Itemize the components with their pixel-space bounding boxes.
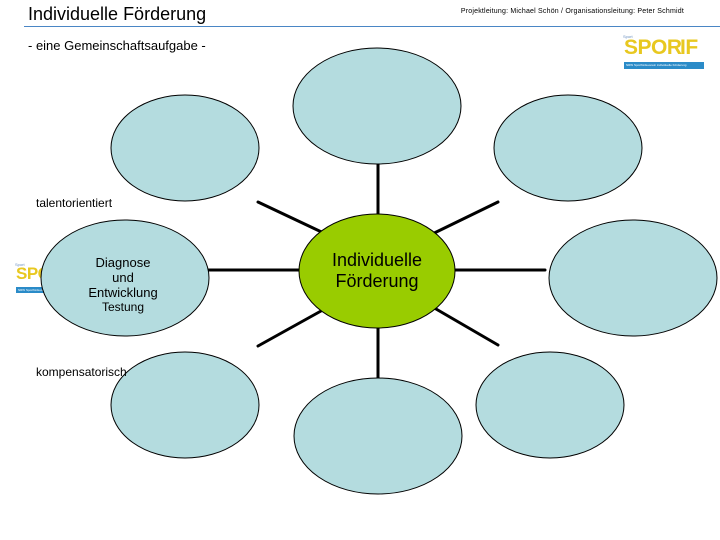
left-node-line-1: Diagnose	[95, 255, 151, 270]
logo-bar-text: NRW Sportfördeverein individuelle Förder…	[626, 63, 687, 67]
center-node-line-1: Individuelle	[331, 250, 423, 270]
logo-prefix-small: Sport	[15, 262, 25, 267]
center-node-text: Individuelle Förderung	[297, 250, 457, 292]
label-talentorientiert: talentorientiert	[36, 196, 113, 210]
node-left	[40, 219, 210, 337]
node-right	[548, 219, 718, 337]
node-bottom	[293, 377, 463, 495]
logo-prefix: Sport	[623, 34, 633, 39]
sportif-logo: Sport SPOR IF NRW Sportfördeverein indiv…	[622, 34, 706, 72]
page-title: Individuelle Förderung	[28, 4, 207, 24]
left-node-line-2: und	[112, 270, 134, 285]
center-node-line-2: Förderung	[335, 271, 419, 291]
node-bottom-left	[110, 351, 260, 459]
project-info: Projektleitung: Michael Schön / Organisa…	[460, 8, 684, 15]
left-node-sub: Testung	[101, 300, 145, 314]
header-divider	[24, 26, 720, 27]
connector-bottom-left	[256, 304, 332, 348]
node-bottom-right	[475, 351, 625, 459]
outer-nodes	[40, 47, 718, 495]
page-subtitle: - eine Gemeinschaftsaufgabe -	[28, 38, 206, 53]
node-top-right	[493, 94, 643, 202]
connector-top-right	[422, 200, 500, 240]
connectors	[203, 158, 547, 382]
node-top	[292, 47, 462, 165]
label-kompensatorisch: kompensatorisch	[36, 365, 127, 379]
center-node	[298, 213, 456, 329]
node-top-left	[110, 94, 260, 202]
logo-word-a: SPOR	[624, 36, 682, 59]
logo-word-b: IF	[680, 36, 698, 59]
left-node-text: Diagnose und Entwicklung Testung	[68, 255, 178, 315]
connector-bottom-right	[422, 300, 500, 347]
logo-bar: NRW Sportfördeverein individuelle Förder…	[624, 62, 704, 69]
left-node-line-3: Entwicklung	[88, 285, 158, 300]
connector-top-left	[256, 200, 332, 238]
